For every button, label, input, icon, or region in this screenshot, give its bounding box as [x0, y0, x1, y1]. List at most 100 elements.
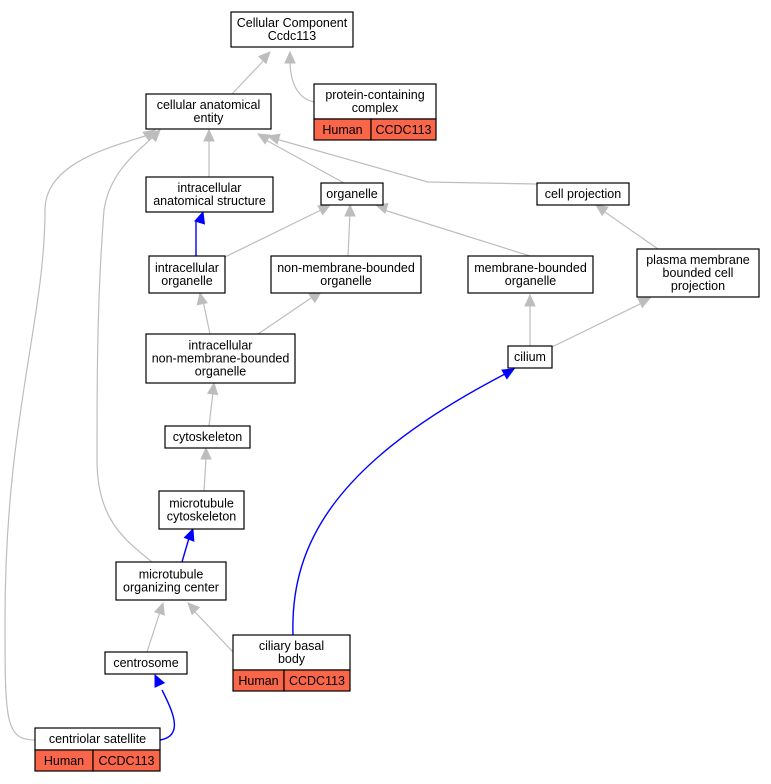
term-label: organelle	[505, 274, 556, 288]
term-box	[270, 255, 422, 294]
arrowhead-icon	[266, 133, 281, 145]
arrowhead-icon	[256, 133, 271, 145]
term-box	[232, 634, 351, 671]
arrowhead-icon	[147, 129, 161, 143]
edge-inmbo-to-nmbo	[257, 291, 322, 335]
edge-cytoskeleton-to-inmbo	[206, 381, 219, 427]
arrowhead-icon	[501, 368, 516, 380]
arrowhead-icon	[187, 602, 201, 616]
term-label: Cellular Component	[237, 16, 348, 30]
term-label: non-membrane-bounded	[152, 352, 290, 366]
edge-organelle-to-cae	[256, 133, 345, 184]
arrowhead-icon	[183, 527, 195, 542]
term-label: projection	[671, 279, 725, 293]
term-label: microtubule	[139, 568, 204, 582]
edge-mtoc-to-cae	[96, 129, 161, 563]
gene-label: CCDC113	[375, 123, 431, 137]
term-label: cellular anatomical	[157, 98, 261, 112]
term-label: organelle	[195, 365, 246, 379]
arrowhead-icon	[524, 293, 536, 307]
arrowhead-icon	[284, 50, 296, 64]
term-node-centrosome[interactable]: centrosome	[104, 651, 188, 675]
term-box	[320, 182, 384, 206]
term-label: ciliary basal	[259, 639, 324, 653]
term-label: entity	[194, 111, 225, 125]
edge-mtcyto-to-cytoskeleton	[200, 446, 212, 492]
gene-label: CCDC113	[98, 754, 154, 768]
term-label: organelle	[326, 187, 377, 201]
edge-centrosome-to-mtoc	[146, 601, 165, 653]
edge-line	[208, 391, 214, 427]
term-box	[145, 176, 274, 213]
edge-line	[292, 373, 506, 636]
gene-cell	[92, 749, 161, 772]
arrowhead-icon	[194, 210, 206, 225]
term-label: organelle	[161, 274, 212, 288]
term-label: organelle	[320, 274, 371, 288]
edge-line	[347, 211, 351, 257]
edge-cilium-to-pmbcp	[551, 297, 652, 348]
term-node-inmbo[interactable]: intracellularnon-membrane-boundedorganel…	[145, 333, 296, 384]
edge-cilium-to-mbo	[524, 293, 536, 346]
edge-line	[551, 303, 641, 348]
term-label: Ccdc113	[268, 29, 316, 43]
term-label: complex	[352, 101, 399, 115]
term-box	[145, 93, 272, 130]
term-node-organelle[interactable]: organelle	[320, 182, 384, 206]
term-label: cell projection	[545, 187, 621, 201]
term-label: centriolar satellite	[49, 732, 146, 746]
edge-ias-to-cae	[203, 128, 215, 177]
edge-line	[146, 611, 161, 653]
edge-cellproj-to-cae	[266, 133, 538, 185]
term-node-cilium[interactable]: cilium	[507, 345, 553, 369]
term-label: cytoskeleton	[173, 430, 243, 444]
edge-mbo-to-organelle	[374, 202, 531, 257]
edge-line	[203, 457, 207, 492]
arrowhead-icon	[595, 204, 609, 217]
term-node-cellproj[interactable]: cell projection	[536, 182, 630, 206]
edge-line	[194, 611, 234, 653]
term-label: body	[278, 652, 306, 666]
term-box	[158, 490, 245, 530]
edge-io-to-organelle	[224, 204, 332, 258]
gene-cell	[370, 118, 437, 141]
term-label: cilium	[514, 350, 546, 364]
term-label: intracellular	[155, 261, 219, 275]
arrowhead-icon	[153, 601, 165, 616]
edge-pcc-to-root	[284, 50, 315, 103]
arrowhead-icon	[200, 446, 212, 460]
term-label: anatomical structure	[153, 194, 266, 208]
edge-mtoc-to-mtcyto	[181, 527, 195, 563]
term-box	[507, 345, 553, 369]
term-label: cytoskeleton	[167, 510, 237, 524]
term-label: non-membrane-bounded	[277, 261, 415, 275]
term-box	[148, 255, 226, 294]
arrowhead-icon	[257, 51, 271, 65]
term-node-cytoskeleton[interactable]: cytoskeleton	[164, 425, 251, 449]
edge-basalbody-to-mtoc	[187, 602, 234, 653]
edge-satellite-to-cae	[4, 129, 156, 741]
arrowhead-icon	[206, 381, 219, 396]
edge-io-to-ias	[194, 210, 206, 256]
arrowhead-icon	[196, 291, 208, 306]
arrowhead-icon	[203, 128, 215, 142]
species-label: Human	[44, 754, 84, 768]
gene-label: CCDC113	[289, 674, 345, 688]
edge-line	[601, 209, 659, 250]
edge-inmbo-to-io	[196, 291, 211, 335]
edge-line	[257, 295, 315, 335]
